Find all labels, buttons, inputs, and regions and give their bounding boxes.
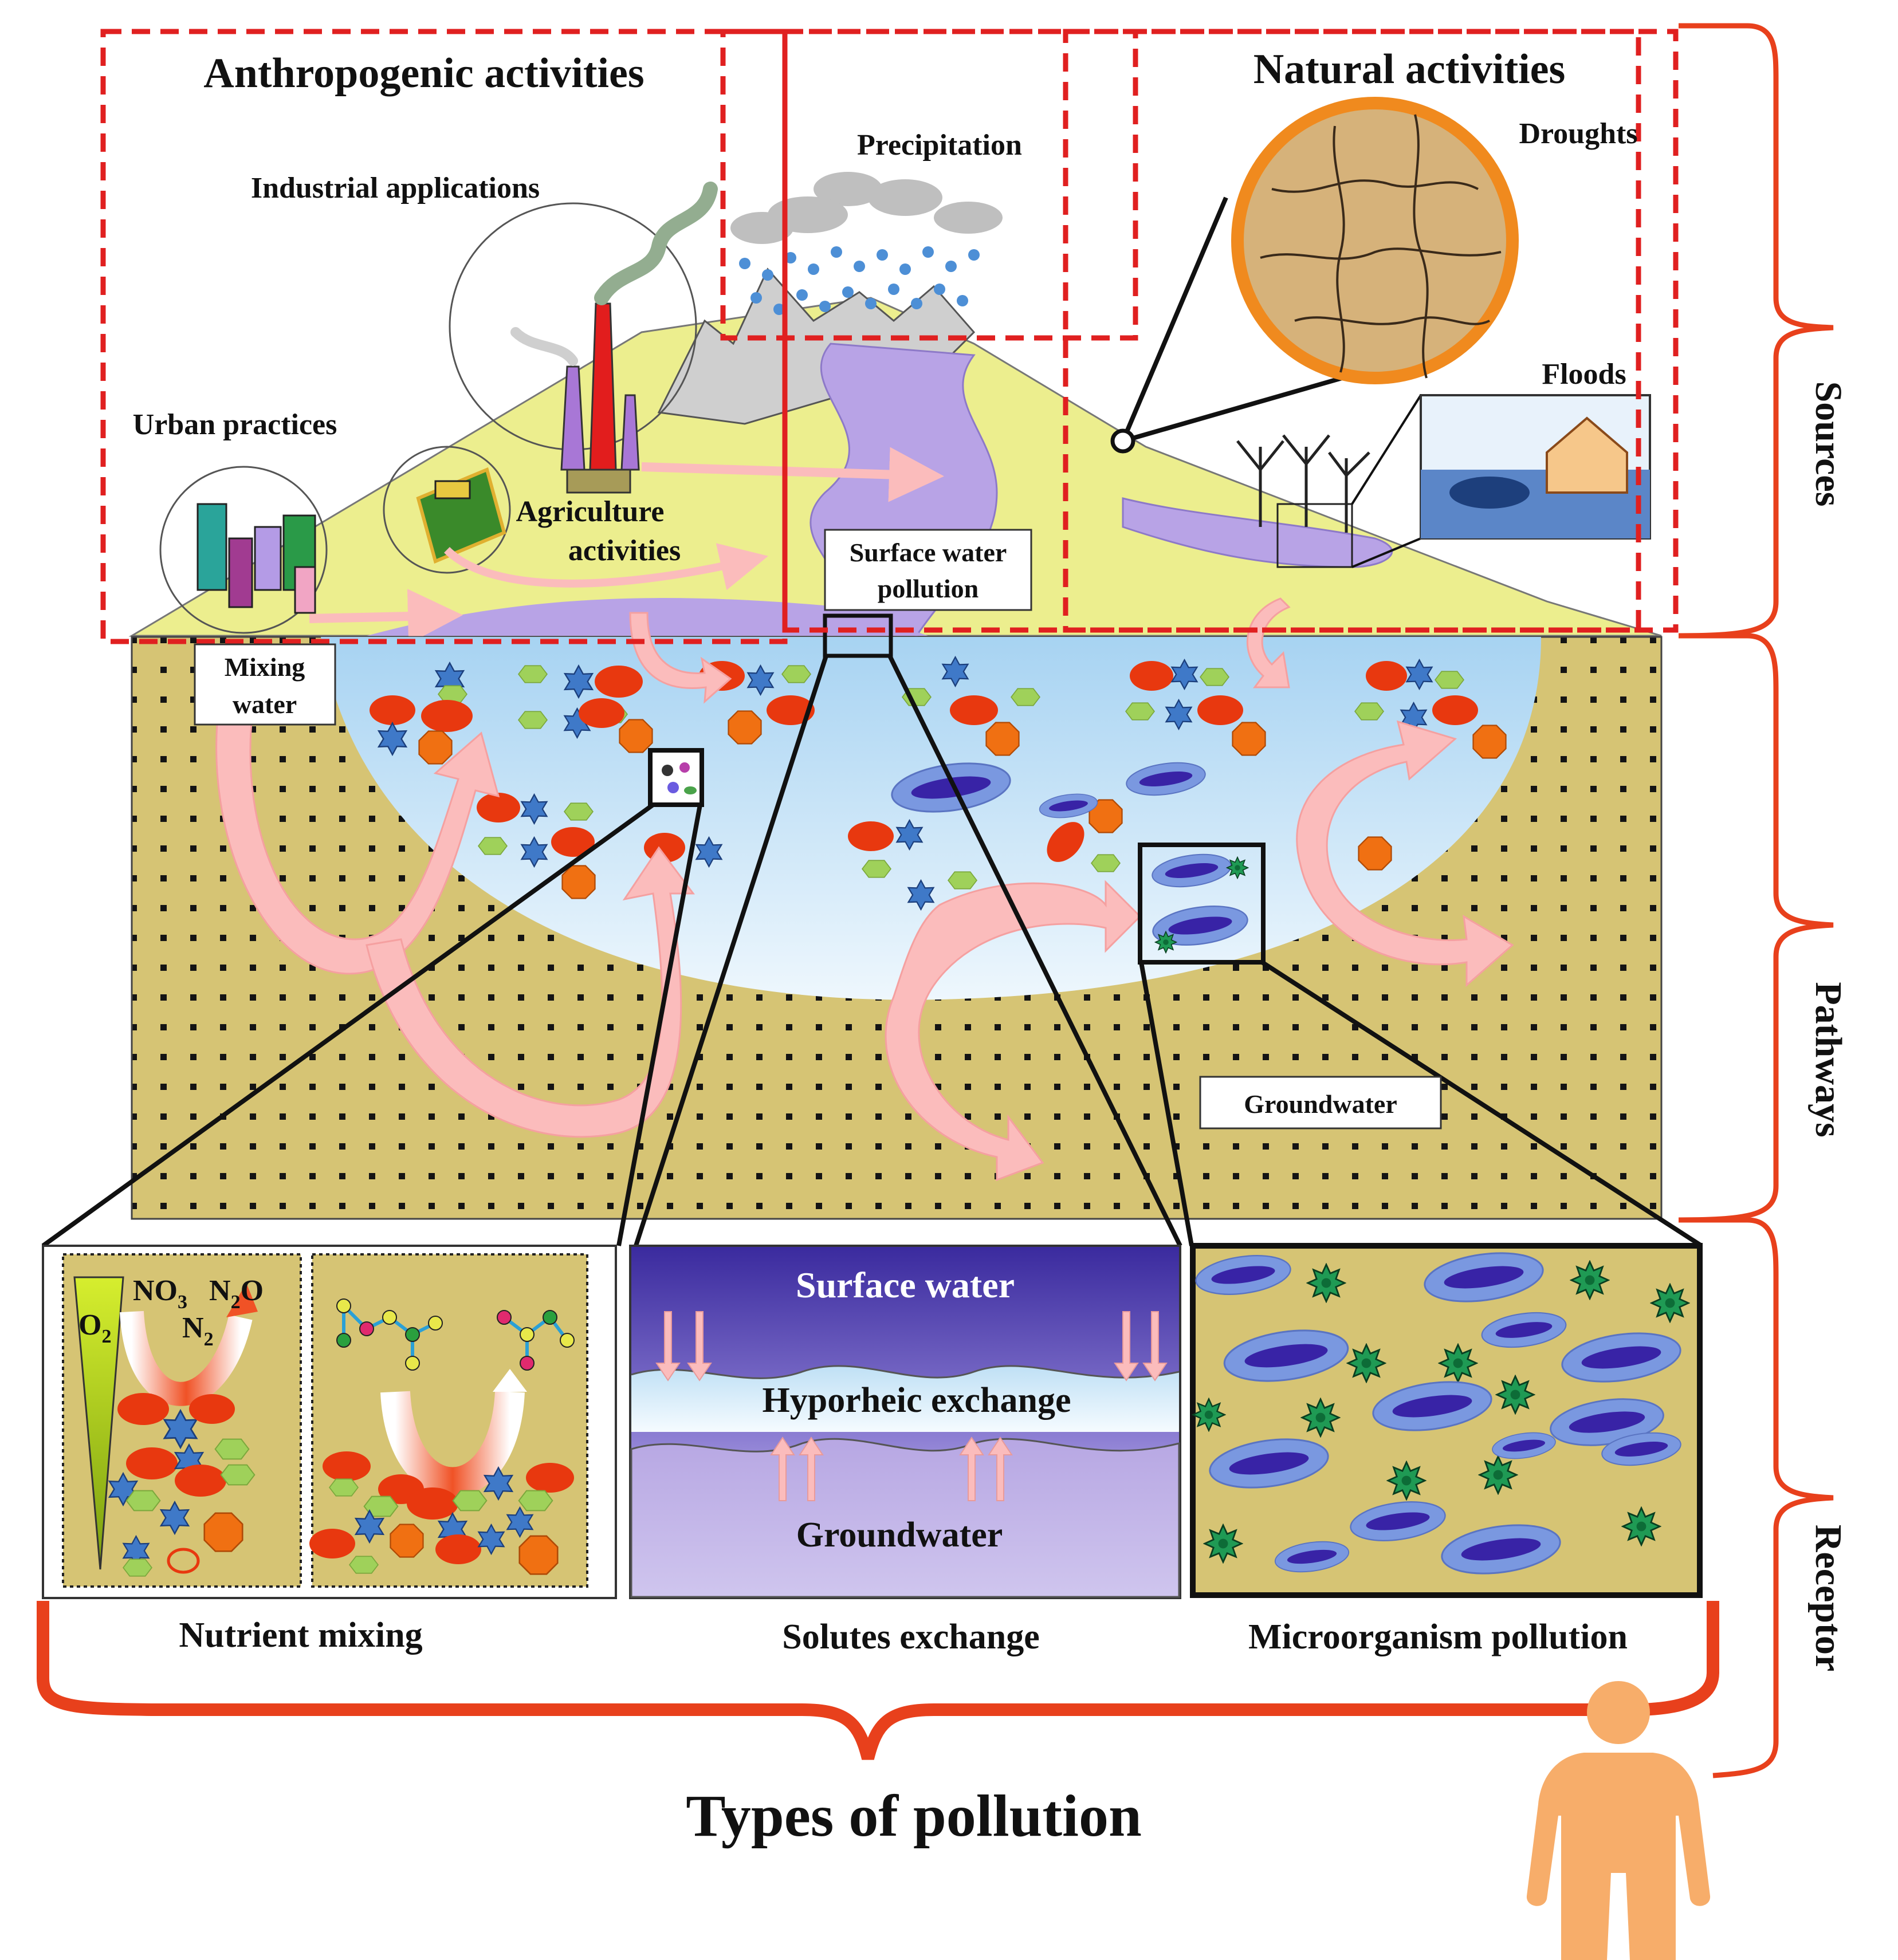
rain-clouds-icon bbox=[730, 172, 1003, 315]
label-microorganism: Microorganism pollution bbox=[1248, 1617, 1628, 1656]
text-labels: Anthropogenic activities Natural activit… bbox=[78, 46, 1849, 1849]
label-surface-pollution-1: Surface water bbox=[850, 538, 1007, 567]
soil-block bbox=[131, 636, 1663, 1220]
panel-solutes-exchange bbox=[629, 1245, 1181, 1599]
label-o2: O2 bbox=[78, 1309, 111, 1347]
label-floods: Floods bbox=[1542, 358, 1626, 391]
bare-trees-icon bbox=[1236, 434, 1370, 533]
label-agriculture-1: Agriculture bbox=[516, 495, 665, 528]
label-surface-water: Surface water bbox=[796, 1265, 1015, 1305]
label-types-of-pollution: Types of pollution bbox=[686, 1783, 1142, 1849]
label-anthropogenic: Anthropogenic activities bbox=[203, 50, 644, 97]
zoom-connectors bbox=[41, 613, 1703, 1248]
label-surface-pollution-2: pollution bbox=[878, 574, 979, 603]
tractor-field-icon bbox=[383, 446, 511, 574]
label-natural: Natural activities bbox=[1253, 46, 1566, 93]
flow-arrows bbox=[215, 597, 1514, 1182]
label-urban: Urban practices bbox=[133, 408, 337, 441]
label-mixing-2: water bbox=[233, 690, 297, 719]
braces bbox=[37, 23, 1834, 1778]
label-solutes-exchange: Solutes exchange bbox=[782, 1617, 1040, 1656]
label-nutrient-mixing: Nutrient mixing bbox=[179, 1616, 422, 1655]
city-buildings-icon bbox=[159, 466, 328, 634]
label-n2o: N2O bbox=[209, 1274, 264, 1313]
label-sources: Sources bbox=[1807, 381, 1849, 507]
label-groundwater-panel: Groundwater bbox=[796, 1516, 1003, 1554]
label-no3: NO3 bbox=[133, 1274, 187, 1313]
zoom-box-particles bbox=[662, 762, 697, 794]
flood-scene-icon bbox=[1351, 394, 1651, 568]
source-boxes bbox=[100, 29, 1679, 644]
factory-icon bbox=[449, 182, 718, 494]
label-receptor: Receptor bbox=[1807, 1525, 1849, 1672]
molecule-atoms bbox=[336, 1298, 575, 1371]
drought-cracked-soil-icon bbox=[1110, 97, 1519, 454]
panel-nutrient-mixing bbox=[42, 1245, 617, 1599]
label-hyporheic: Hyporheic exchange bbox=[763, 1381, 1071, 1420]
label-industrial: Industrial applications bbox=[251, 172, 540, 204]
label-mixing-1: Mixing bbox=[225, 652, 305, 682]
label-precipitation: Precipitation bbox=[857, 129, 1022, 162]
human-receptor-icon bbox=[1526, 1681, 1711, 1960]
panel-microorganism bbox=[1190, 1243, 1703, 1598]
label-n2: N2 bbox=[182, 1312, 214, 1350]
label-agriculture-2: activities bbox=[568, 534, 681, 567]
label-groundwater: Groundwater bbox=[1244, 1089, 1397, 1119]
label-droughts: Droughts bbox=[1519, 117, 1637, 150]
label-pathways: Pathways bbox=[1807, 982, 1849, 1137]
